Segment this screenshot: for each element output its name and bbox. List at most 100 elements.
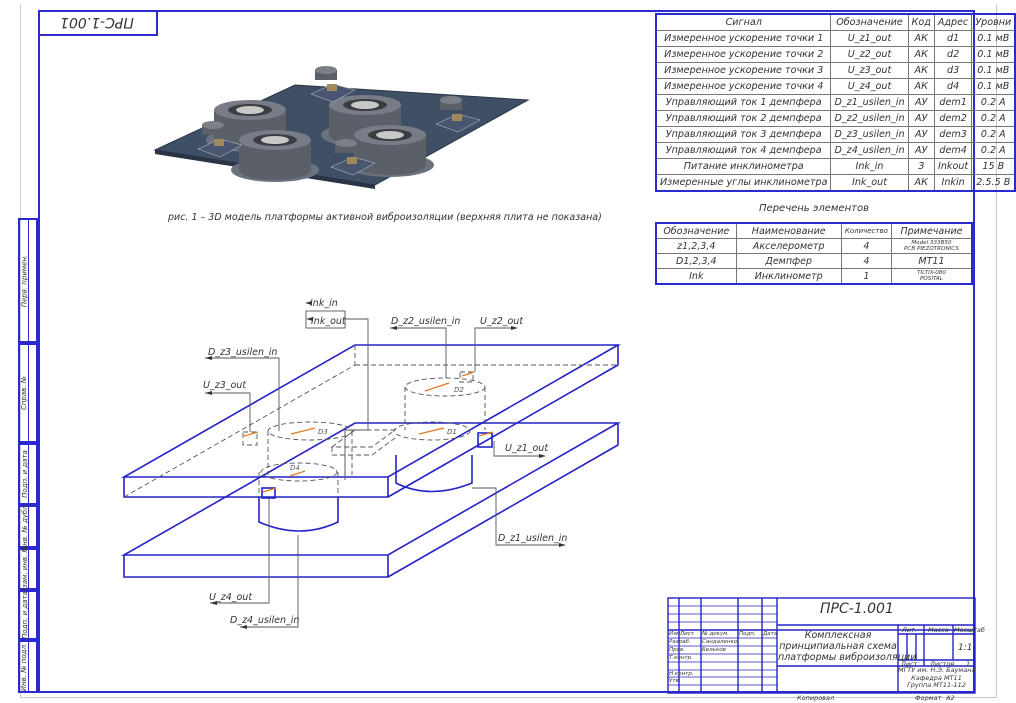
leader-u-z1 [493, 441, 544, 457]
format-label: Формат [915, 694, 942, 702]
accelerometer-model [197, 121, 243, 158]
damper-2-label: D2 [454, 386, 464, 394]
accelerometer-model [310, 66, 356, 103]
label-d-z3: D_z3_usilen_in [208, 347, 277, 358]
format-value: A2 [946, 694, 955, 702]
title-line-3: платформы виброизоляции [778, 652, 917, 663]
side-column-cell: Подп. и дата [18, 590, 38, 640]
damper-model [346, 125, 434, 177]
signal-table-cell: Ink_out [830, 174, 909, 192]
signal-table-cell: Inkout [933, 158, 973, 175]
title-block-col-header: Подп. [739, 631, 756, 637]
accelerometer-model [330, 139, 376, 176]
mass-label: Масса [928, 626, 949, 634]
platform-3d-model-image [153, 66, 530, 189]
title-block-role: Пров. [669, 647, 685, 653]
drawing-frame [38, 10, 975, 693]
title-line-1: Комплексная [804, 630, 872, 641]
label-u-z4: U_z4_out [209, 592, 253, 603]
elements-list-name: Демпфер [735, 253, 842, 269]
side-column-cell: Подп. и дата [18, 443, 38, 505]
label-u-z1: U_z1_out [505, 443, 549, 454]
lit-label: Лит. [902, 626, 917, 634]
lower-plate-front [123, 555, 389, 578]
title-block-code: ПРС-1.001 [820, 601, 894, 617]
label-d-z1: D_z1_usilen_in [498, 533, 567, 544]
sheets-label: Листов [930, 660, 955, 668]
elements-list-name: Инклинометр [735, 268, 842, 285]
signal-table-cell: 15 В [971, 158, 1016, 175]
title-block-col-header: Изм. [669, 631, 682, 637]
note-line-1: TILTIX-080 [917, 270, 946, 276]
damper-model [321, 95, 409, 147]
organization: МГТУ им. Н.Э. Баумана Кафедра МТ11 Групп… [898, 666, 976, 690]
leader-d-z4 [240, 535, 299, 628]
label-ink-out: Ink_out [311, 316, 347, 327]
damper-4-body [258, 497, 339, 532]
title-block-person: Бельков [702, 647, 726, 653]
leader-ink [344, 318, 369, 480]
ink-label-box [305, 310, 346, 329]
label-d-z4: D_z4_usilen_in [230, 615, 299, 626]
sensor-z3 [242, 431, 258, 446]
title-block-title: Комплексная принципиальная схема платфор… [778, 630, 917, 663]
title-block-role: Разраб. [669, 639, 691, 645]
signal-table-cell: Inkin [933, 174, 973, 192]
org-line-2: Кафедра МТ11 [911, 673, 962, 682]
lower-plate-side [387, 423, 619, 578]
leader-u-z3 [205, 392, 251, 432]
damper-model [231, 130, 319, 182]
title-line-2: принципиальная схема [779, 641, 897, 652]
figure-caption: рис. 1 – 3D модель платформы активной ви… [168, 212, 602, 223]
title-block-person: Сандаленко [702, 639, 738, 645]
damper-1-body [395, 455, 473, 493]
damper-1-top [393, 421, 471, 441]
label-u-z2: U_z2_out [480, 316, 524, 327]
label-u-z3: U_z3_out [203, 380, 247, 391]
scale-value: 1:1 [958, 643, 973, 653]
label-d-z2: D_z2_usilen_in [391, 316, 460, 327]
title-block-role: Т.контр. [669, 655, 693, 661]
signal-table-header-cell: Уровни [971, 13, 1016, 31]
side-column-cell: Взам. инв. № [18, 545, 38, 593]
signal-table-cell: 2.5.5 В [971, 174, 1016, 192]
sensor-z4 [261, 487, 276, 499]
sheets-value: 1 [966, 660, 971, 668]
title-block-col-header: Лист [680, 631, 694, 637]
signal-table-cell: d1 [933, 30, 973, 47]
title-block-role: Утв. [669, 678, 681, 684]
side-column-cell: Справ. № [18, 343, 38, 443]
title-block-role: Н.контр. [669, 671, 694, 677]
side-column-cell: Перв. примен. [18, 218, 38, 343]
copied-label: Копировал [797, 694, 835, 702]
leader-d-z1 [472, 487, 564, 546]
upper-plate-side [387, 345, 619, 498]
signal-table-cell: Измеренные углы инклинометра [655, 174, 832, 192]
note-line-2: POSITAL [920, 276, 943, 282]
org-line-1: МГТУ им. Н.Э. Баумана [898, 666, 976, 674]
note-line-2: PCB PIEZOTRONICS [904, 246, 959, 252]
title-block-col-header: Дата [763, 631, 778, 637]
scale-label: Масштаб [954, 626, 985, 634]
damper-1-label: D1 [447, 428, 457, 436]
inclinometer-box [330, 429, 397, 448]
sheet-label: Лист [901, 660, 918, 668]
damper-4-top [260, 462, 338, 482]
elements-list-note: МТ11 [890, 253, 973, 269]
elements-list-qty: 1 [840, 268, 892, 285]
top-stamp: ПРС-1.001 [38, 10, 158, 36]
elements-list-title: Перечень элементов [759, 203, 869, 214]
